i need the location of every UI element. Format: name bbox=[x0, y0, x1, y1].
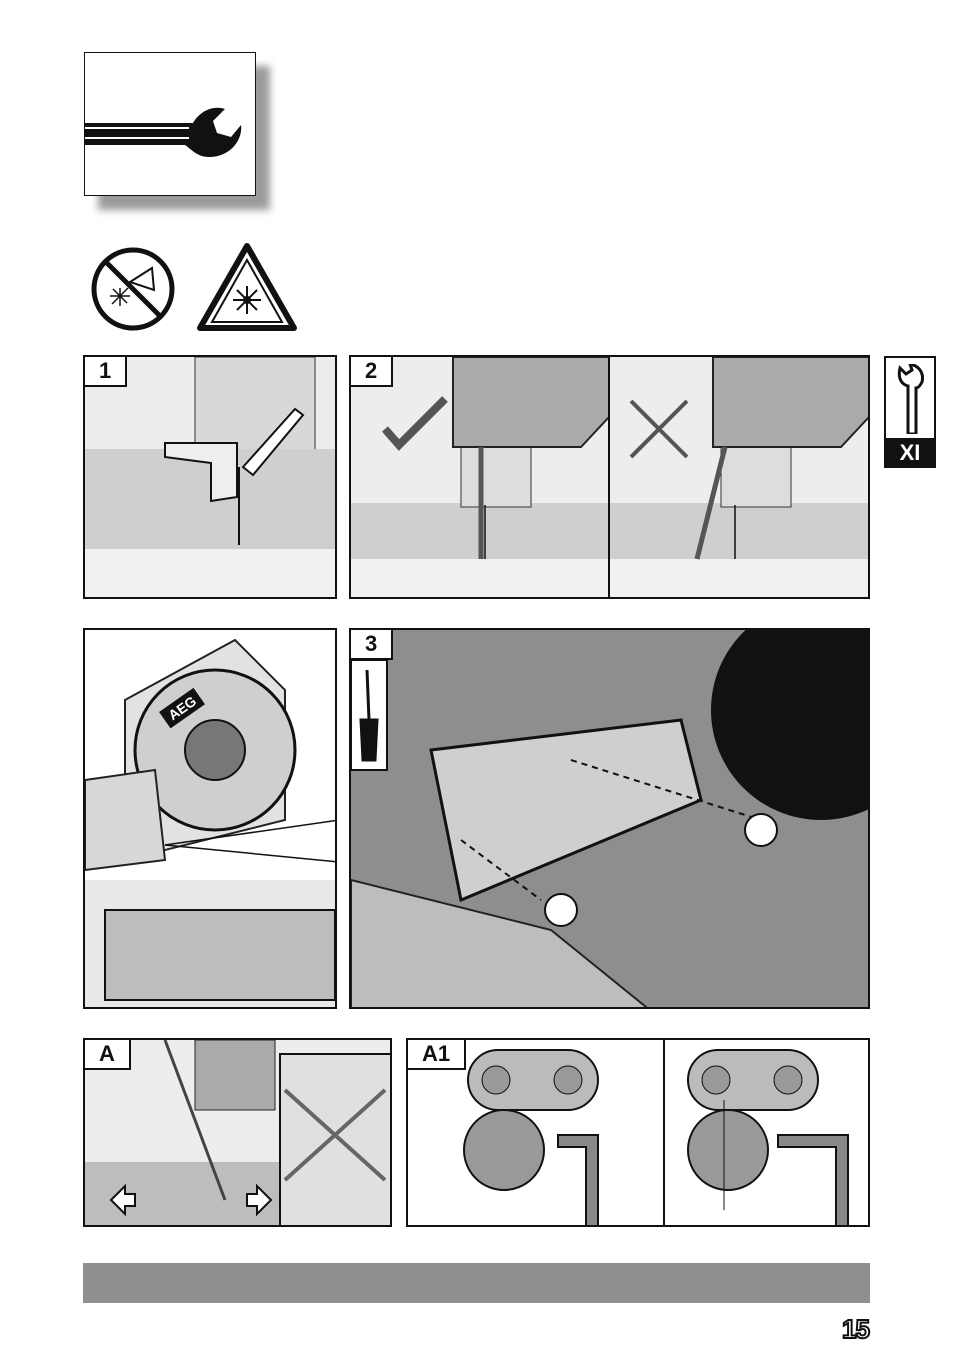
no-staring-laser-icon bbox=[90, 246, 176, 332]
figure-label: A bbox=[83, 1038, 131, 1070]
figure-label: A1 bbox=[406, 1038, 466, 1070]
saw-overview-figure: AEG bbox=[83, 628, 337, 1009]
figure-A1: A1 bbox=[406, 1038, 870, 1227]
figure-label: 2 bbox=[349, 355, 393, 387]
wrench-icon bbox=[85, 53, 255, 195]
figure-label: 3 bbox=[349, 628, 393, 660]
figure-label: 1 bbox=[83, 355, 127, 387]
figure-1: 1 bbox=[83, 355, 337, 599]
figure-A: A bbox=[83, 1038, 392, 1227]
section-code: XI bbox=[884, 438, 936, 468]
laser-warning-icon bbox=[196, 242, 298, 334]
maintenance-symbol bbox=[84, 52, 274, 212]
page-number: 15 bbox=[842, 1314, 869, 1345]
wrench-icon bbox=[896, 364, 928, 434]
footer-bar bbox=[83, 1263, 870, 1303]
section-tab: XI bbox=[884, 356, 936, 468]
figure-3: 3 bbox=[349, 628, 870, 1009]
figure-2: 2 bbox=[349, 355, 870, 599]
